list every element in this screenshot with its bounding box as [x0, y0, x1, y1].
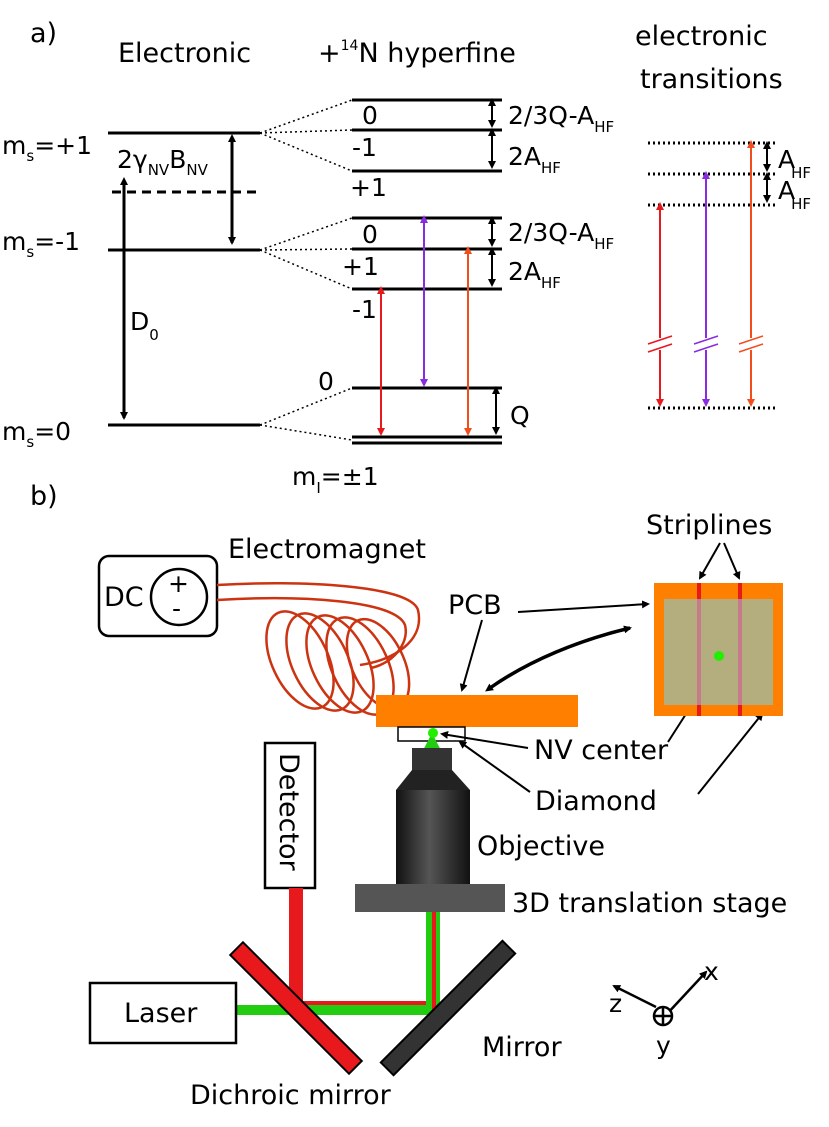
diamond-pointer-right — [697, 712, 764, 795]
pcb-label: PCB — [448, 590, 502, 621]
detector-box — [263, 741, 317, 890]
ahf-label-2: AHF — [778, 176, 811, 213]
pcb-board — [376, 695, 578, 727]
hyperfine-connectors — [259, 99, 353, 441]
transitions-heading-line2: transitions — [640, 64, 783, 95]
dc-battery-symbol — [149, 567, 209, 627]
hf-upper-m1-label: -1 — [352, 133, 377, 162]
stripline-1-over-diamond — [697, 599, 701, 705]
laser-beam-horizontal — [236, 1005, 434, 1015]
split-mid-2a: 2AHF — [508, 257, 561, 292]
hf-upper-0-label: 0 — [362, 101, 378, 130]
ms-plus1-label: ms=+1 — [2, 131, 92, 165]
coordinate-axes — [612, 970, 708, 1027]
split-mid-quad: 2/3Q-AHF — [508, 218, 614, 253]
axis-y-label: y — [656, 1031, 671, 1060]
mirror — [379, 939, 517, 1077]
electromagnet-label: Electromagnet — [228, 534, 426, 565]
pcb-pointer-right — [517, 600, 650, 613]
diamond-pointer-left — [458, 740, 531, 793]
nv-zoom-dot — [714, 651, 724, 661]
stage-label: 3D translation stage — [512, 888, 787, 919]
transition-levels — [648, 141, 775, 410]
dichroic-mirror — [228, 940, 364, 1076]
striplines-label: Striplines — [646, 510, 772, 541]
nv-pointer-left — [440, 731, 529, 749]
fluorescence-beam-vertical — [289, 888, 303, 1008]
electromagnet-coil — [216, 582, 421, 716]
dc-plus: + — [168, 569, 189, 598]
laser-label: Laser — [124, 998, 198, 1029]
stripline-2-over-diamond — [738, 599, 742, 705]
detector-label: Detector — [273, 753, 304, 872]
dichroic-label: Dichroic mirror — [190, 1080, 392, 1111]
panel-a-label: a) — [30, 18, 57, 49]
panel-b-label: b) — [30, 481, 58, 512]
electronic-heading: Electronic — [118, 38, 251, 69]
dc-label: DC — [104, 582, 144, 613]
ahf-label-1: AHF — [778, 145, 811, 182]
hf-mid-0-label: 0 — [362, 220, 378, 249]
mi-label: mI=±1 — [292, 462, 379, 497]
dc-minus: - — [172, 594, 181, 623]
axis-z-label: z — [609, 989, 622, 1018]
objective-collar — [396, 770, 470, 790]
split-q: Q — [510, 401, 530, 430]
hf-mid-p1-label: +1 — [342, 252, 379, 281]
hf-upper-p1-label: +1 — [350, 173, 387, 202]
stripline-pointer-2 — [723, 542, 741, 580]
hf-low-0-label: 0 — [318, 367, 334, 396]
split-upper-quad: 2/3Q-AHF — [508, 101, 614, 136]
axis-x-label: x — [704, 957, 719, 986]
hf-mid-m1-label: -1 — [352, 295, 377, 324]
nv-center-dot — [428, 728, 438, 738]
panel-a: a) Electronic +14N hyperfine electronic … — [2, 18, 811, 497]
split-upper-2a: 2AHF — [508, 142, 561, 177]
objective-tip — [412, 748, 452, 770]
dc-source — [97, 554, 219, 638]
objective-label: Objective — [477, 831, 605, 862]
axis-break-marks — [647, 335, 764, 353]
fluorescence-beam-return — [432, 912, 436, 1012]
transitions-heading-line1: electronic — [635, 21, 768, 52]
laser-box — [88, 981, 238, 1045]
pcb-pointer-left — [459, 619, 483, 692]
panel-b: b) DC + - Electromagnet PCB — [30, 481, 787, 1111]
mirror-label: Mirror — [482, 1032, 562, 1063]
ms-minus1-label: ms=-1 — [2, 227, 80, 261]
zoom-curve-arrow — [485, 625, 632, 692]
zeeman-label: 2γNVBNV — [117, 145, 209, 179]
diamond-label: Diamond — [535, 786, 657, 817]
nv-center-label: NV center — [534, 735, 669, 766]
zfs-label: D0 — [130, 307, 159, 344]
ms-zero-label: ms=0 — [2, 417, 71, 451]
stripline-pointer-1 — [699, 542, 721, 580]
splitting-arrows — [488, 98, 500, 435]
translation-stage — [355, 884, 505, 912]
hyperfine-heading: +14N hyperfine — [318, 38, 516, 69]
